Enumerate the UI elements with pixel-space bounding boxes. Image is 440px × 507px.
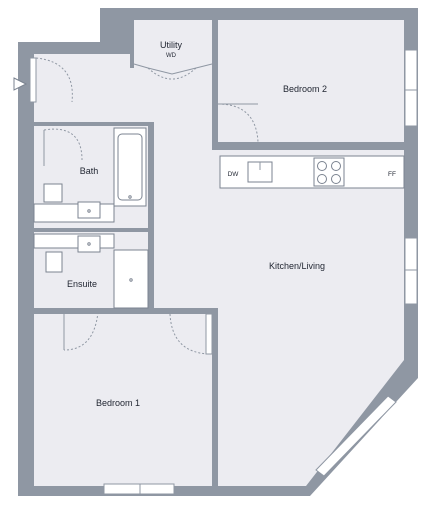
ensuite-toilet	[45, 251, 63, 273]
window-bedroom1-bottom-1	[103, 483, 141, 495]
kitchen-counter	[219, 155, 405, 189]
wall-bedroom1-right	[212, 308, 218, 488]
floor-bedroom-2	[218, 20, 404, 142]
hob-ring-3	[317, 174, 327, 184]
wall-bedroom2-left	[212, 14, 218, 104]
window-bedroom2-right-2	[404, 89, 418, 127]
wall-utility-left	[130, 14, 134, 68]
label-kitchen-living: Kitchen/Living	[269, 261, 325, 271]
bedroom1-door-leaf	[205, 313, 213, 355]
utility-bifold-door	[133, 63, 213, 75]
bath-toilet	[43, 183, 63, 203]
entrance-door-leaf	[29, 57, 37, 103]
ensuite-door-swing	[63, 311, 99, 351]
hob-ring-1	[317, 161, 327, 171]
label-ensuite: Ensuite	[67, 279, 97, 289]
label-bedroom-1: Bedroom 1	[96, 398, 140, 408]
window-living-angled	[315, 395, 397, 477]
ensuite-vanity-top	[33, 233, 115, 249]
bathtub-inner	[117, 133, 143, 201]
bath-door-swing	[43, 128, 83, 161]
hob-ring-2	[331, 161, 341, 171]
wall-bath-ensuite-right	[148, 122, 154, 312]
label-bedroom-2: Bedroom 2	[283, 84, 327, 94]
window-living-right-1	[404, 237, 418, 271]
window-bedroom1-bottom-2	[139, 483, 175, 495]
shower-drain	[129, 278, 133, 282]
entrance-arrow-icon	[13, 77, 28, 91]
wall-bath-ensuite-top	[34, 122, 154, 126]
bath-basin-drain	[87, 209, 91, 213]
entrance-door-swing	[35, 57, 73, 103]
bath-drain	[128, 195, 132, 199]
label-fridge-freezer: FF	[388, 171, 396, 178]
wall-bath-ensuite-divider	[34, 228, 154, 232]
bath-vanity-top	[33, 203, 115, 223]
utility-door-swing	[147, 67, 197, 80]
window-living-right-2	[404, 269, 418, 305]
label-bath: Bath	[80, 166, 99, 176]
hob-ring-4	[331, 174, 341, 184]
window-bedroom2-right-1	[404, 49, 418, 91]
floor-utility	[134, 20, 212, 62]
wall-ensuite-bottom	[34, 308, 214, 314]
label-utility: Utility	[160, 40, 182, 50]
wall-bedroom2-bottom	[212, 142, 408, 148]
ensuite-basin-drain	[87, 242, 91, 246]
label-washer-dryer: WD	[166, 53, 177, 59]
label-dishwasher: DW	[228, 171, 240, 178]
